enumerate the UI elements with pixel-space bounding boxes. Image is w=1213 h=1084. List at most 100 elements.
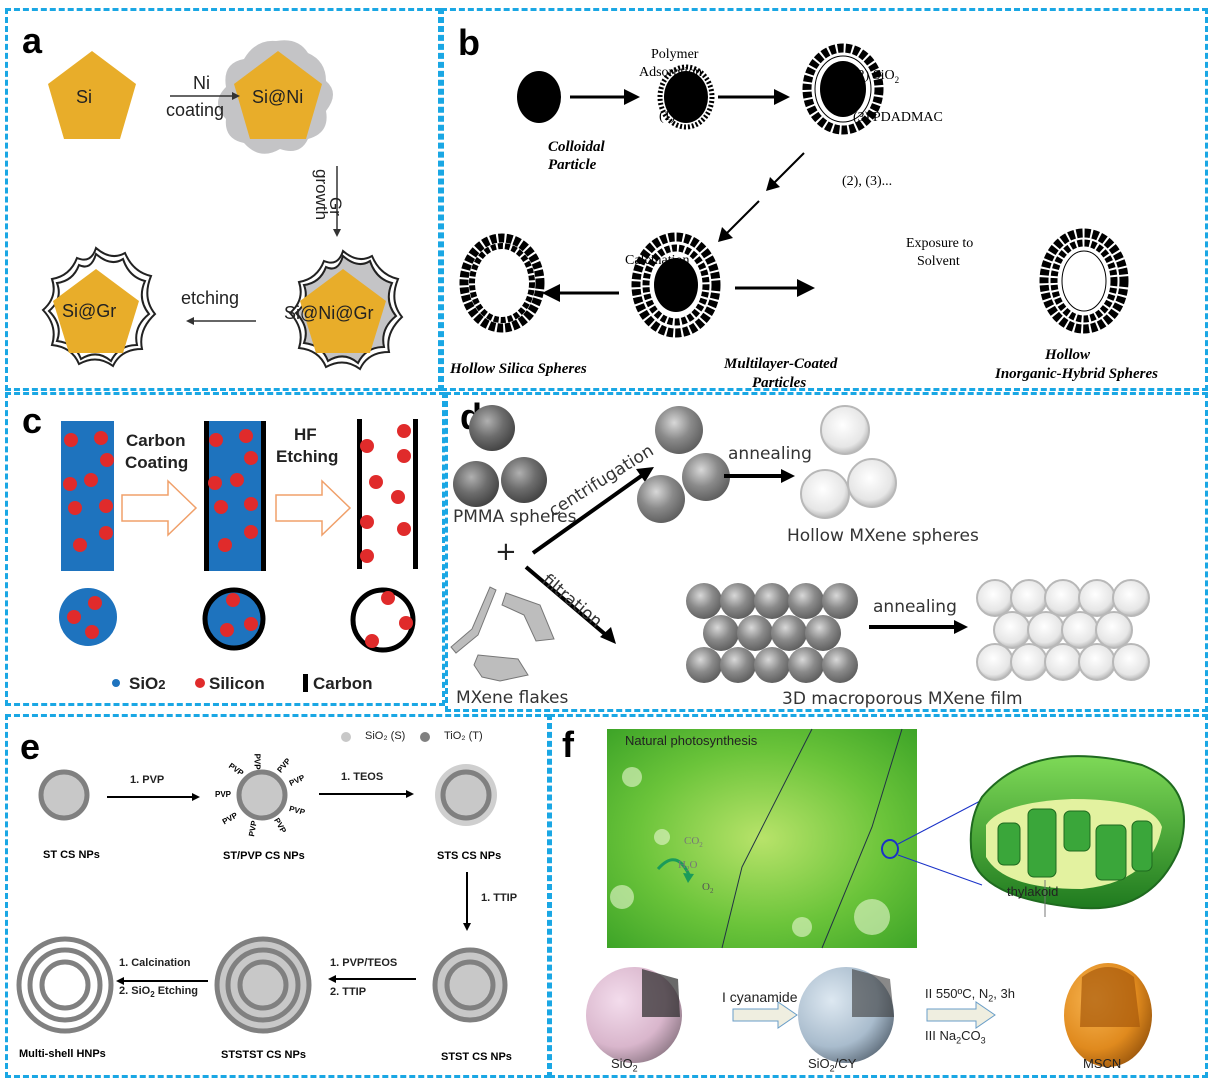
step-coating: Coating [125, 453, 189, 472]
step-hf: HF [294, 425, 317, 444]
caption-st-pvp: ST/PVP CS NPs [223, 850, 305, 862]
panel-e: e SiO₂ (S) TiO₂ (T) 1. PVP [5, 714, 550, 1078]
si-pentagon [48, 51, 136, 139]
sio2-cross-section [59, 588, 117, 646]
caption-st: ST CS NPs [43, 849, 100, 861]
legend-sio2-sub: 2 [158, 677, 166, 692]
caption-stst: STST CS NPs [441, 1051, 512, 1063]
arrow-step1 [732, 1001, 798, 1029]
etching-text: 2. SiO [119, 985, 151, 997]
pmma-sphere [501, 457, 547, 503]
macroporous-mxene-cell [1112, 579, 1150, 617]
panel-f-graphics [586, 728, 1185, 1067]
caption-sio2-cy: SiO2/CY [808, 1056, 856, 1074]
step-exposure: Exposure to [906, 236, 974, 251]
si-gr-shell-inner [47, 252, 151, 363]
etching-tail: Etching [154, 985, 199, 997]
filtered-pmma-sphere [720, 647, 756, 683]
panel-a: a Si Si@Ni Si@Ni@Gr Si@Gr Ni coating Gr … [5, 8, 441, 391]
arrow-step2 [926, 1001, 996, 1029]
step-2-text: (2) SiO [853, 68, 895, 83]
caption-sio2cy-text: SiO [808, 1056, 830, 1071]
step-3-pdadmac: (3) PDADMAC [853, 110, 943, 125]
h2o-o: O [689, 859, 698, 871]
panel-a-graphics [41, 40, 404, 371]
hollow-mxene-sphere [820, 405, 870, 455]
co2-text: CO [684, 835, 700, 847]
step-calcination: 1. Calcination [119, 957, 191, 969]
panel-f: f [549, 714, 1208, 1078]
label-si-ni-gr: Si@Ni@Gr [284, 303, 374, 323]
filtered-pmma-sphere [686, 647, 722, 683]
h2o-h: H [678, 859, 686, 871]
si-gr-pentagon [53, 269, 139, 353]
macroporous-mxene-cell [1095, 611, 1133, 649]
caption-sio2: SiO2 [611, 1056, 638, 1074]
label-annealing-top: annealing [728, 444, 812, 464]
step-1: (1) [659, 109, 676, 124]
filtered-pmma-sphere [754, 583, 790, 619]
si-ni-pentagon [234, 51, 322, 139]
step-ttip-2: 2. TTIP [330, 986, 367, 998]
caption-hybrid: Inorganic-Hybrid Spheres [995, 366, 1158, 382]
pvp-tag: PVP [215, 790, 232, 799]
filtered-pmma-sphere [720, 583, 756, 619]
step-carbon: Carbon [126, 431, 186, 450]
panel-e-graphics [16, 732, 508, 1034]
label-h2o: H2O [678, 859, 697, 873]
legend-sio2: SiO2 [129, 674, 166, 694]
step-coating: coating [166, 100, 225, 120]
step-polymer: Polymer [651, 47, 699, 62]
caption-colloidal: Colloidal [548, 139, 605, 155]
label-pmma: PMMA spheres [453, 507, 577, 527]
caption-mscn: MSCN [1083, 1056, 1122, 1071]
macroporous-mxene-cell [1010, 643, 1048, 681]
step2-sub: 2 [988, 993, 994, 1004]
h2o-sub: 2 [685, 865, 690, 874]
polymer-coated-particle [664, 71, 708, 123]
label-o2: O2 [702, 881, 713, 895]
caption-multilayer: Multilayer-Coated [724, 356, 838, 372]
filtered-pmma-sphere [703, 615, 739, 651]
legend-sio2: SiO₂ (S) [365, 730, 406, 742]
step-2-sub: 2 [894, 74, 900, 85]
o2-text: O [702, 881, 710, 893]
step-ni: Ni [193, 73, 210, 93]
caption-hollow: Hollow [1045, 347, 1091, 363]
caption-multi-shell: Multi-shell HNPs [19, 1048, 106, 1060]
macroporous-mxene-cell [976, 643, 1014, 681]
caption-particles: Particles [752, 375, 807, 391]
label-co2: CO2 [684, 835, 703, 849]
step-na2co3: III Na2CO3 [925, 1028, 986, 1046]
step-pvp: 1. PVP [130, 774, 165, 786]
zoom-circle [881, 839, 899, 859]
multilayer-particle [654, 258, 698, 312]
step-repeat: (2), (3)... [842, 174, 893, 189]
caption-sio2-text: SiO [611, 1056, 633, 1071]
panel-c: c [5, 392, 445, 706]
hollow-hybrid-sphere [1039, 228, 1129, 334]
filtered-pmma-sphere [686, 583, 722, 619]
macroporous-mxene-cell [1061, 611, 1099, 649]
legend-sio2-swatch [341, 732, 351, 742]
macroporous-mxene-cell [1027, 611, 1065, 649]
label-si-ni: Si@Ni [252, 87, 304, 107]
panel-label-f: f [562, 724, 574, 765]
carbon-wall-left [204, 421, 209, 571]
step-solvent: Solvent [917, 254, 960, 269]
caption-sio2cy-sub: 2 [829, 1063, 835, 1074]
co2-sub: 2 [699, 841, 703, 850]
filtered-pmma-sphere [822, 647, 858, 683]
panel-label-b: b [458, 22, 480, 63]
colloidal-particle [517, 71, 561, 123]
panel-d: d [445, 392, 1208, 712]
filtered-pmma-sphere [788, 583, 824, 619]
caption-sts: STS CS NPs [437, 850, 502, 862]
panel-b: b Po [441, 8, 1208, 391]
cycle-arrow [656, 858, 692, 878]
pmma-sphere [453, 461, 499, 507]
step-etching: Etching [276, 447, 339, 466]
silica-coated-particle [820, 61, 866, 117]
etching-sub: 2 [150, 990, 155, 1000]
label-hollow-spheres: Hollow MXene spheres [787, 526, 979, 546]
